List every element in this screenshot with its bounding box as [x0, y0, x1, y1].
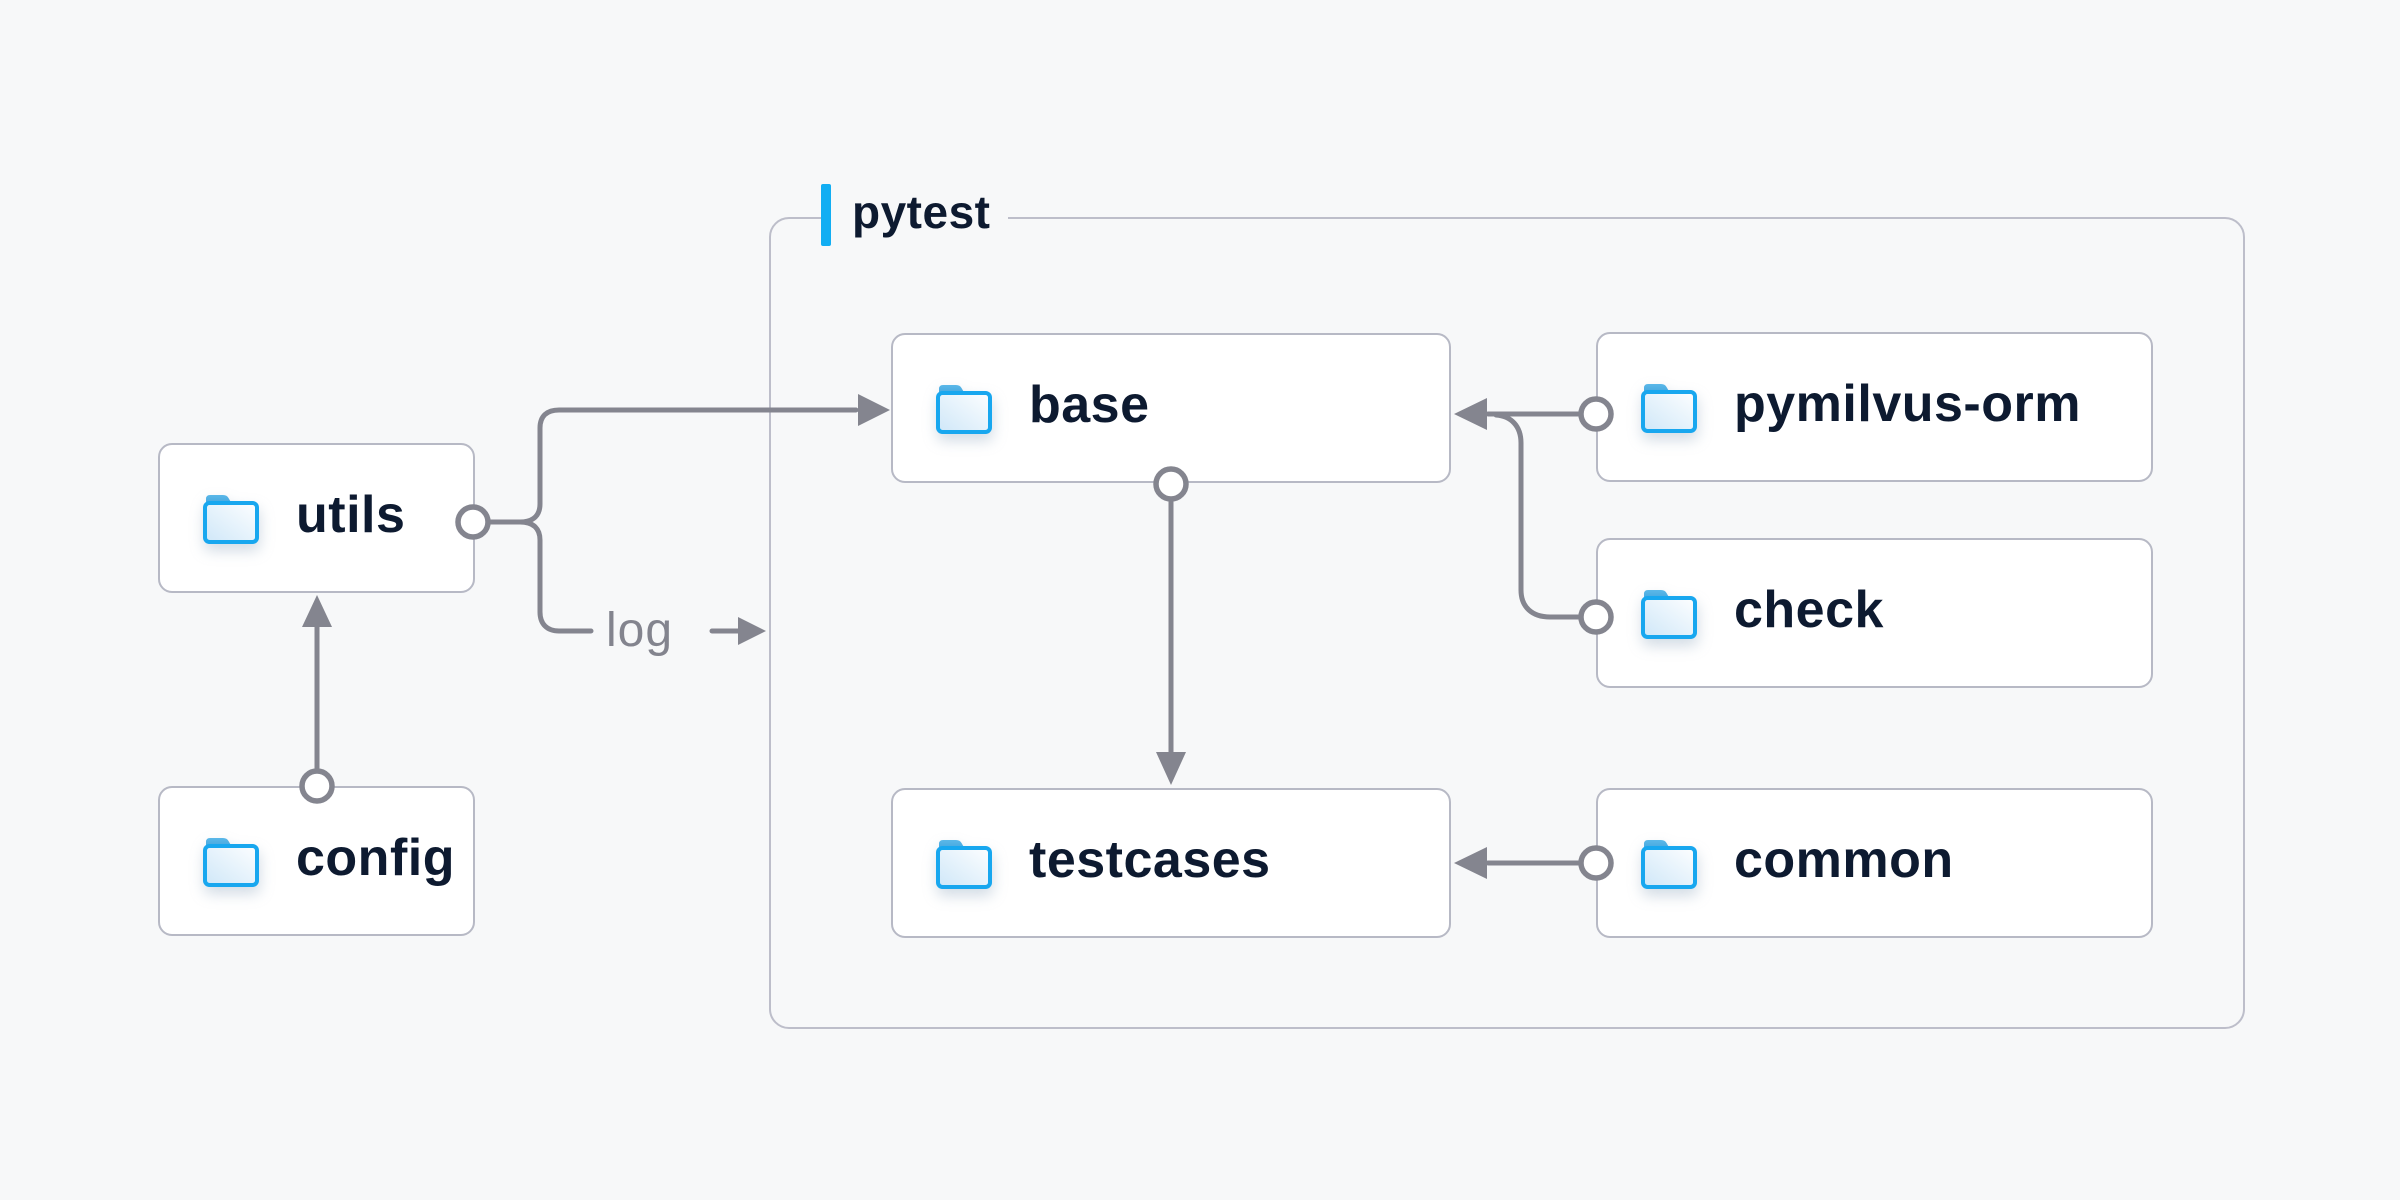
folder-icon [931, 380, 997, 436]
node-base: base [891, 333, 1451, 483]
pytest-group-title: pytest [852, 186, 991, 238]
node-label: base [1029, 376, 1150, 434]
edge-label-log: log [606, 604, 674, 657]
node-config: config [158, 786, 475, 936]
node-label: config [296, 829, 455, 887]
pytest-group-box [769, 217, 2245, 1029]
node-common: common [1596, 788, 2153, 938]
edge-config-to-utils [299, 595, 335, 804]
folder-icon [198, 490, 264, 546]
node-label: utils [296, 486, 406, 544]
pytest-group-label: pytest [821, 183, 1009, 247]
node-label: testcases [1029, 831, 1271, 889]
node-check: check [1596, 538, 2153, 688]
node-pymilvus-orm: pymilvus-orm [1596, 332, 2153, 482]
node-label: check [1734, 581, 1884, 639]
node-utils: utils [158, 443, 475, 593]
folder-icon [1636, 379, 1702, 435]
folder-icon [1636, 585, 1702, 641]
node-label: common [1734, 831, 1954, 889]
accent-bar [821, 184, 831, 246]
folder-icon [1636, 835, 1702, 891]
node-label: pymilvus-orm [1734, 375, 2081, 433]
folder-icon [931, 835, 997, 891]
node-testcases: testcases [891, 788, 1451, 938]
folder-icon [198, 833, 264, 889]
